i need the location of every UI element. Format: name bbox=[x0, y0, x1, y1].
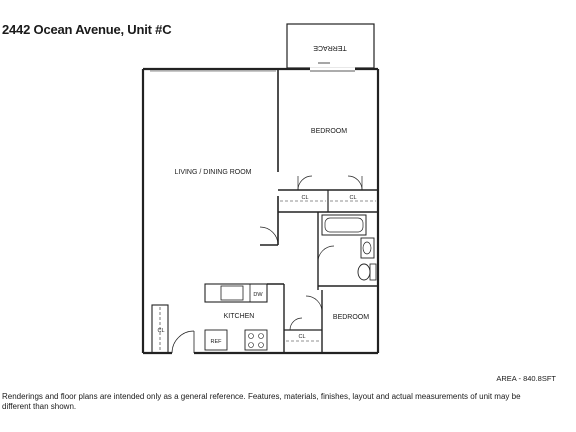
closet-label: CL bbox=[298, 334, 305, 340]
living-dining-label: LIVING / DINING ROOM bbox=[174, 169, 251, 176]
refrigerator-label: REF bbox=[211, 339, 223, 345]
closet-label: CL bbox=[301, 195, 308, 201]
toilet bbox=[357, 263, 371, 281]
refrigerator bbox=[204, 329, 228, 351]
kitchen-label: KITCHEN bbox=[224, 313, 255, 320]
bathtub bbox=[321, 214, 367, 236]
kitchen-counter bbox=[204, 283, 268, 303]
sink bbox=[360, 237, 375, 259]
dishwasher-label: DW bbox=[253, 292, 263, 298]
kitchen-sink bbox=[220, 285, 244, 301]
bedroom-label: BEDROOM bbox=[311, 128, 347, 135]
closet-label: CL bbox=[349, 195, 356, 201]
stove bbox=[244, 329, 268, 351]
bedroom-2-label: BEDROOM bbox=[333, 314, 369, 321]
disclaimer: Renderings and floor plans are intended … bbox=[2, 392, 521, 411]
terrace-label: TERRACE bbox=[313, 44, 347, 51]
area-label: AREA - 840.8SFT bbox=[496, 374, 556, 383]
closet-label: CL bbox=[157, 328, 164, 334]
page-title: 2442 Ocean Avenue, Unit #C bbox=[2, 22, 172, 37]
